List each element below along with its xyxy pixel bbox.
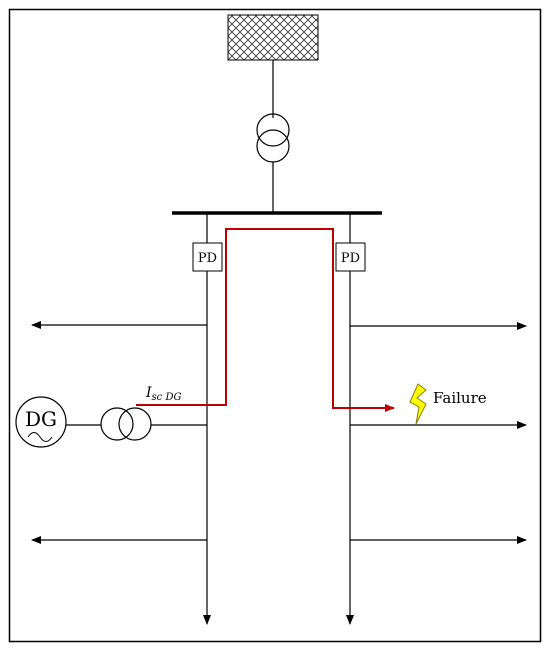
dg-label: DG — [25, 407, 57, 431]
hatched-grid-icon — [227, 14, 319, 61]
lightning-icon — [409, 383, 427, 425]
fault-current-subscript: sc DG — [152, 392, 182, 403]
fault-current-label: Isc DG — [145, 385, 181, 403]
sine-wave-icon — [27, 432, 53, 442]
protection-device-right: PD — [335, 242, 366, 272]
failure-label: Failure — [433, 389, 487, 407]
dg-transformer-icon — [100, 407, 152, 441]
generator-icon: DG — [15, 396, 67, 448]
transformer-icon — [256, 113, 290, 163]
protection-device-left: PD — [192, 242, 223, 272]
fault-current-symbol: I — [145, 385, 152, 401]
diagram-frame — [8, 8, 542, 643]
pd-right-label: PD — [341, 251, 360, 266]
pd-left-label: PD — [198, 251, 217, 266]
fault-current-path — [136, 228, 395, 412]
